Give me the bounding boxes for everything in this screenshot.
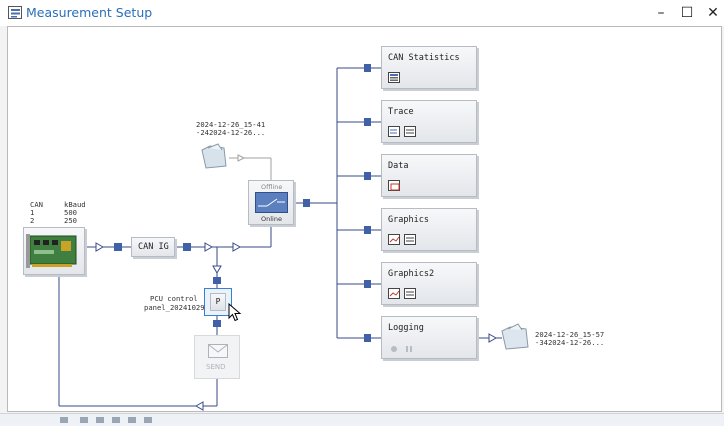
hw-header-can: CAN: [30, 200, 43, 209]
network-card-icon: [26, 234, 77, 268]
window-label: Graphics: [388, 215, 429, 225]
send-block[interactable]: SEND: [194, 335, 240, 379]
toolbar-icon[interactable]: [112, 417, 120, 423]
can-statistics-window[interactable]: CAN Statistics: [381, 46, 477, 89]
trace-icons: [388, 126, 416, 137]
connection-lines: [58, 64, 502, 411]
pcu-panel-label: PCU control: [150, 294, 198, 303]
minimize-button[interactable]: –: [657, 5, 665, 21]
offline-file-icon[interactable]: [198, 142, 230, 170]
hw-row-kbaud: 250: [64, 216, 77, 225]
bottom-toolbar: [0, 413, 724, 426]
maximize-button[interactable]: ☐: [680, 5, 694, 21]
data-icon: [388, 180, 400, 191]
window-title: Measurement Setup: [26, 5, 153, 20]
measurement-setup-icon: [8, 6, 22, 19]
toolbar-icon[interactable]: [96, 417, 104, 423]
offline-file-name: 2024-12-26_15-41: [196, 120, 266, 129]
offline-online-switch[interactable]: Offline Online: [248, 180, 294, 225]
data-window[interactable]: Data: [381, 154, 477, 197]
pcu-panel-label: panel_20241029: [144, 303, 205, 312]
title-bar: Measurement Setup – ☐ ✕: [0, 0, 724, 26]
toolbar-icon[interactable]: [60, 417, 68, 423]
p-block-label: P: [210, 293, 226, 311]
toolbar-icon[interactable]: [128, 417, 136, 423]
send-label: SEND: [206, 363, 226, 371]
log-file-icon[interactable]: [500, 323, 532, 351]
log-file-name: -342024-12-26...: [535, 338, 605, 347]
window-label: CAN Statistics: [388, 53, 460, 63]
online-label: Online: [261, 215, 282, 223]
logging-window[interactable]: Logging: [381, 316, 477, 359]
graphics-icons: [388, 234, 416, 245]
setup-canvas[interactable]: CAN kBaud 1 500 2 250 CAN IG 2024-12-26_…: [7, 26, 722, 412]
offline-file-name: -242024-12-26...: [196, 128, 266, 137]
graphics2-window[interactable]: Graphics2: [381, 262, 477, 305]
log-file-name: 2024-12-26_15-57: [535, 330, 605, 339]
mouse-cursor-icon: [228, 303, 242, 322]
window-label: Logging: [388, 323, 424, 333]
switch-icon: [255, 192, 288, 213]
logging-controls-icon: [391, 346, 412, 352]
toolbar-icon[interactable]: [144, 417, 152, 423]
close-button[interactable]: ✕: [707, 5, 719, 21]
offline-label: Offline: [261, 183, 283, 191]
graphics-window[interactable]: Graphics: [381, 208, 477, 251]
hardware-interface-block[interactable]: [23, 227, 85, 275]
hw-row-kbaud: 500: [64, 208, 77, 217]
hw-row-can: 1: [30, 208, 35, 217]
trace-window[interactable]: Trace: [381, 100, 477, 143]
envelope-icon: [208, 344, 228, 358]
can-ig-block[interactable]: CAN IG: [131, 237, 175, 257]
window-label: Data: [388, 161, 409, 171]
toolbar-icon[interactable]: [80, 417, 88, 423]
graphics2-icons: [388, 288, 416, 299]
p-block[interactable]: P: [204, 288, 232, 316]
window-label: Graphics2: [388, 269, 435, 279]
can-ig-label: CAN IG: [138, 242, 169, 252]
hw-header-kbaud: kBaud: [64, 200, 86, 209]
window-label: Trace: [388, 107, 414, 117]
hw-row-can: 2: [30, 216, 35, 225]
statistics-icon: [388, 72, 400, 83]
